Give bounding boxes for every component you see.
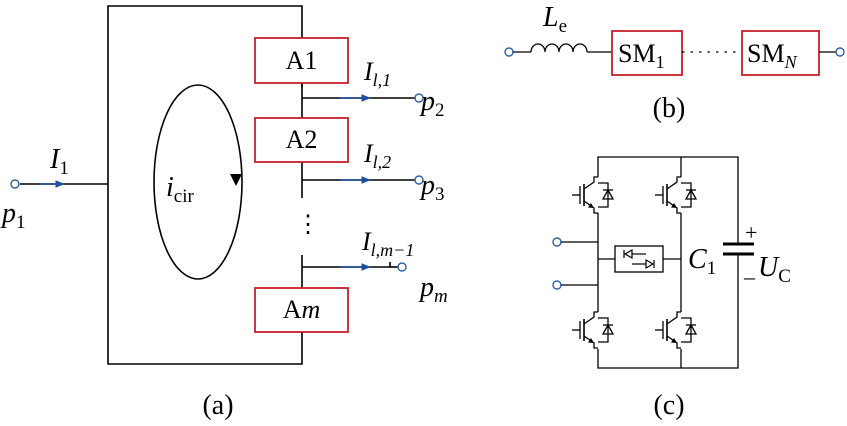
module-am-label: Am	[283, 295, 321, 324]
branch-current-1: Il,1	[363, 57, 391, 90]
panel-a: I1 p1 ⋮ A1 A2 Am Il,1 p2 Il,2 p3 Il,m−1	[0, 5, 448, 421]
igbt-lower-right	[654, 311, 697, 349]
circulating-current-arrow	[230, 174, 242, 186]
submodule-1	[611, 30, 683, 76]
port-2-label: p2	[419, 86, 445, 121]
capacitor-voltage-label: UC	[758, 252, 791, 287]
sm-chain-left-terminal	[504, 47, 514, 57]
circulating-current-label: icir	[166, 172, 194, 207]
circulating-current-loop	[153, 84, 243, 280]
igbt-lower-left	[571, 311, 614, 349]
top-rail	[597, 156, 739, 232]
panel-c: C1 + – UC (c)	[552, 156, 791, 421]
module-a2-label: A2	[286, 125, 318, 154]
input-port-label: p1	[0, 198, 26, 233]
inductor-label: Le	[542, 2, 567, 37]
outer-loop	[107, 5, 303, 365]
branch-current-m: Il,m−1	[361, 227, 414, 260]
igbt-upper-left	[571, 176, 614, 214]
caption-b: (b)	[653, 93, 686, 124]
inductor-coil	[530, 43, 588, 53]
submodule-n	[741, 30, 820, 76]
caption-a: (a)	[202, 390, 233, 421]
module-am	[254, 287, 349, 333]
port-m-terminal	[397, 262, 407, 272]
igbt-upper-right	[654, 176, 697, 214]
port-2-terminal	[414, 93, 424, 103]
capacitor-label: C1	[688, 244, 716, 279]
port-3-label: p3	[419, 170, 445, 205]
panel-b: Le SM1 SMN (b)	[504, 2, 845, 124]
sm-terminal-lower	[552, 280, 562, 290]
port-m-label: pm	[418, 272, 448, 307]
voltage-minus: –	[743, 264, 756, 289]
input-current-label: I1	[49, 144, 69, 179]
input-terminal	[10, 179, 20, 189]
caption-c: (c)	[653, 390, 684, 421]
sm-terminal-upper	[552, 237, 562, 247]
module-a1-label: A1	[286, 46, 318, 75]
port-3-terminal	[414, 175, 424, 185]
submodule-1-label: SM1	[618, 39, 665, 72]
bottom-rail	[597, 266, 739, 369]
submodule-n-label: SMN	[747, 39, 798, 72]
voltage-plus: +	[745, 220, 757, 245]
sm-chain-right-terminal	[835, 47, 845, 57]
ellipsis-vertical: ⋮	[296, 212, 320, 238]
module-a2	[254, 117, 349, 163]
bidirectional-switch	[598, 245, 681, 273]
module-a1	[254, 37, 349, 84]
branch-current-2: Il,2	[363, 139, 391, 172]
